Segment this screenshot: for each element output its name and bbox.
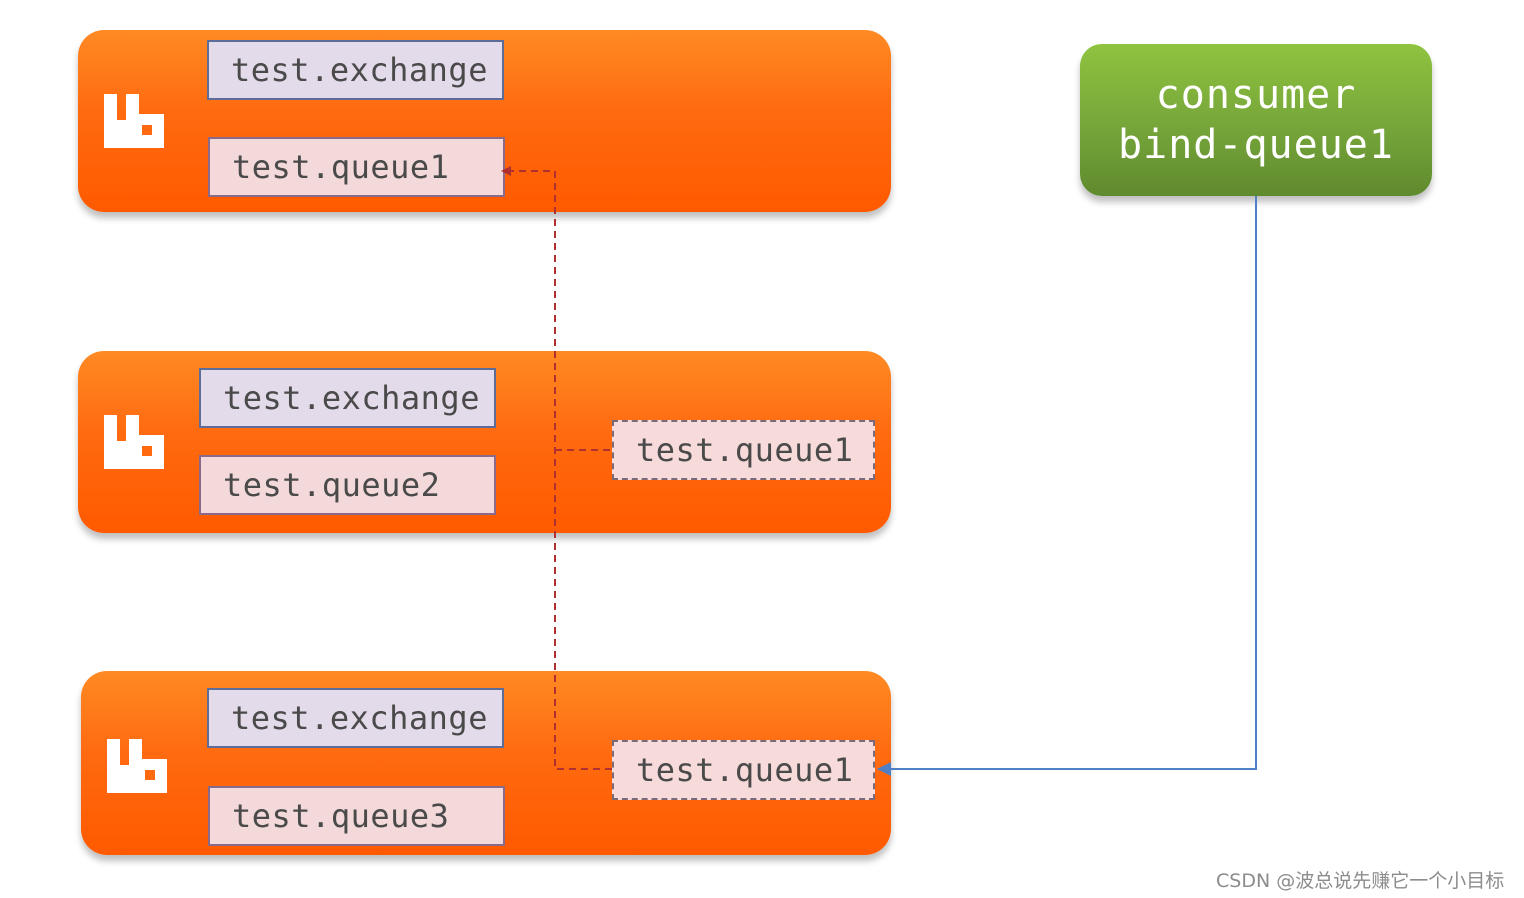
rabbitmq-logo-icon (107, 739, 167, 793)
rabbitmq-logo-icon (104, 94, 164, 148)
exchange-box[interactable]: test.exchange (199, 368, 496, 428)
rabbitmq-logo-icon (104, 415, 164, 469)
mirror-queue-box[interactable]: test.queue1 (612, 420, 875, 480)
watermark: CSDN @波总说先赚它一个小目标 (1216, 870, 1505, 892)
consumer-binding-link (877, 196, 1257, 776)
consumer-box[interactable]: consumer bind-queue1 (1080, 44, 1432, 196)
mirror-sync-link (501, 166, 612, 770)
queue-box[interactable]: test.queue1 (208, 137, 505, 197)
queue-box[interactable]: test.queue2 (199, 455, 496, 515)
queue-box[interactable]: test.queue3 (208, 786, 505, 846)
consumer-label: consumer (1155, 72, 1357, 118)
exchange-box[interactable]: test.exchange (207, 40, 504, 100)
mirror-queue-box[interactable]: test.queue1 (612, 740, 875, 800)
exchange-box[interactable]: test.exchange (207, 688, 504, 748)
consumer-binding-label: bind-queue1 (1118, 122, 1394, 168)
